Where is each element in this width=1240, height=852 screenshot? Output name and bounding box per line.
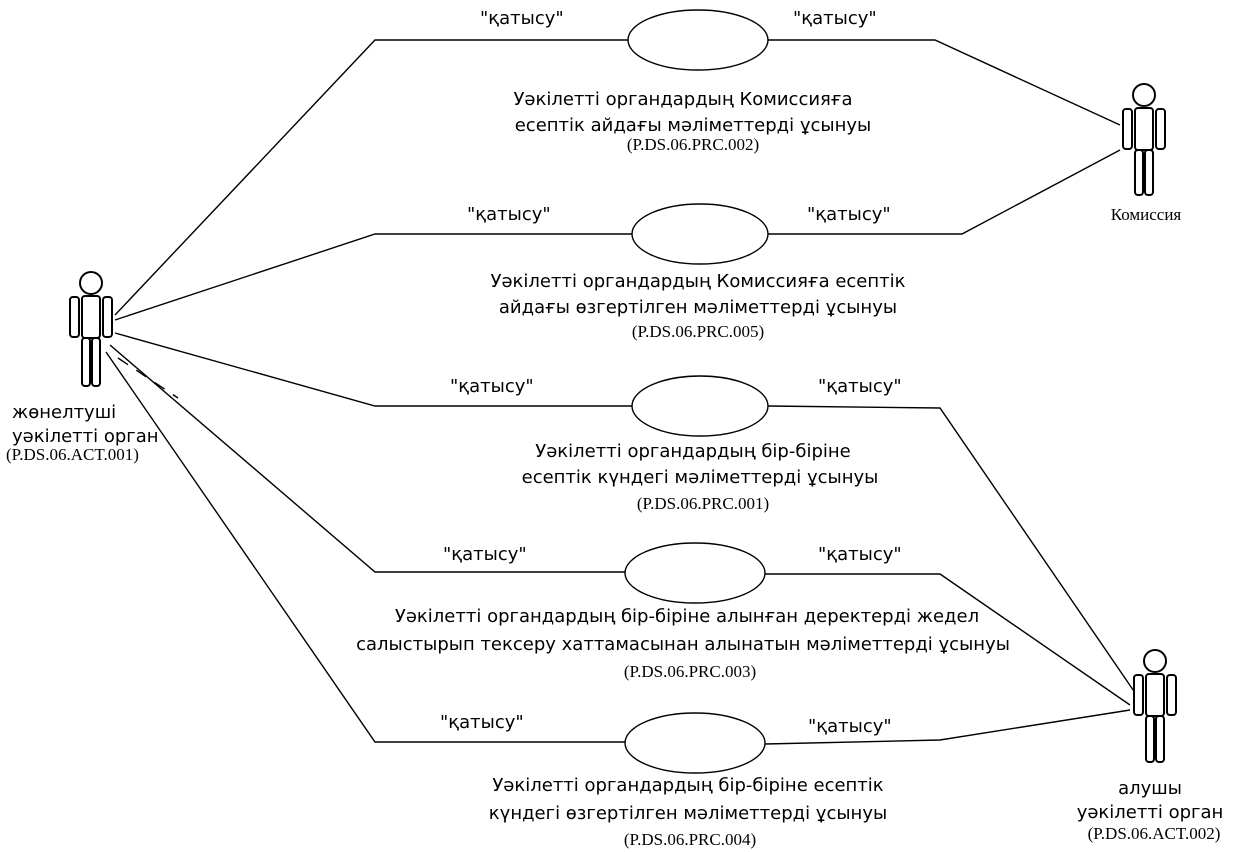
use-case-5: Уәкілетті органдардың бір-біріне есептік… <box>489 775 887 849</box>
use-case-3-ellipse[interactable] <box>631 375 769 437</box>
association-sender-uc1 <box>114 39 628 316</box>
receiver-actor-name-line2: уәкілетті орган <box>1077 802 1224 823</box>
use-case-2-title-line1: Уәкілетті органдардың Комиссияға есептік <box>491 271 906 292</box>
use-case-3-title-line2: есептік күндегі мәліметтерді ұсынуы <box>522 467 879 488</box>
use-case-5-code: (P.DS.06.PRC.004) <box>624 830 756 849</box>
use-case-3: Уәкілетті органдардың бір-біріне есептік… <box>522 441 879 513</box>
association-sender-uc3 <box>114 332 632 407</box>
association-uc4-receiver <box>765 573 1131 706</box>
relation-label: "қатысу" <box>467 204 551 225</box>
use-case-1-title-line2: есептік айдағы мәліметтерді ұсынуы <box>515 115 872 136</box>
sender-associations <box>105 39 632 743</box>
use-case-5-title-line2: күндегі өзгертілген мәліметтерді ұсынуы <box>489 803 887 824</box>
sender-actor-code: (P.DS.06.ACT.001) <box>6 445 139 464</box>
right-associations <box>764 39 1141 745</box>
relation-label: "қатысу" <box>440 712 524 733</box>
association-uc5-receiver <box>764 709 1131 745</box>
use-case-1-title-line1: Уәкілетті органдардың Комиссияға <box>513 89 852 110</box>
association-uc3-receiver <box>767 405 1141 701</box>
relation-label: "қатысу" <box>450 376 534 397</box>
use-case-2: Уәкілетті органдардың Комиссияға есептік… <box>491 271 906 341</box>
use-case-4-ellipse[interactable] <box>624 542 766 604</box>
use-case-1-code: (P.DS.06.PRC.002) <box>627 135 759 154</box>
association-sender-uc2 <box>114 233 632 321</box>
relation-label: "қатысу" <box>818 544 902 565</box>
use-case-2-ellipse[interactable] <box>631 203 769 265</box>
sender-actor[interactable]: жөнелтуші уәкілетті орган (P.DS.06.ACT.0… <box>6 271 159 464</box>
relation-label: "қатысу" <box>793 8 877 29</box>
sender-actor-name-line1: жөнелтуші <box>12 402 116 423</box>
relation-labels: "қатысу" "қатысу" "қатысу" "қатысу" "қат… <box>440 8 902 737</box>
commission-actor-icon <box>1122 83 1166 196</box>
use-case-4-title-line2: салыстырып тексеру хаттамасынан алынатын… <box>356 634 1010 655</box>
use-case-4: Уәкілетті органдардың бір-біріне алынған… <box>356 606 1010 681</box>
relation-label: "қатысу" <box>807 204 891 225</box>
receiver-actor-code: (P.DS.06.ACT.002) <box>1088 824 1221 843</box>
association-sender-uc5 <box>105 351 625 743</box>
association-uc1-commission <box>768 39 1121 126</box>
use-case-3-title-line1: Уәкілетті органдардың бір-біріне <box>535 441 850 462</box>
receiver-actor-icon <box>1133 649 1177 763</box>
use-case-5-title-line1: Уәкілетті органдардың бір-біріне есептік <box>492 775 883 796</box>
use-case-1-ellipse[interactable] <box>627 9 769 71</box>
use-case-ellipses <box>624 9 769 774</box>
receiver-actor-name-line1: алушы <box>1118 778 1182 799</box>
relation-label: "қатысу" <box>808 716 892 737</box>
use-case-3-code: (P.DS.06.PRC.001) <box>637 494 769 513</box>
receiver-actor[interactable]: алушы уәкілетті орган (P.DS.06.ACT.002) <box>1077 649 1224 843</box>
use-case-4-code: (P.DS.06.PRC.003) <box>624 662 756 681</box>
use-case-2-title-line2: айдағы өзгертілген мәліметтерді ұсынуы <box>499 297 897 318</box>
relation-label: "қатысу" <box>480 8 564 29</box>
use-case-4-title-line1: Уәкілетті органдардың бір-біріне алынған… <box>395 606 979 627</box>
sender-actor-icon <box>69 271 113 387</box>
association-sender-uc4 <box>109 344 625 573</box>
sender-actor-name-line2: уәкілетті орган <box>12 426 159 447</box>
use-case-1: Уәкілетті органдардың Комиссияға есептік… <box>513 89 871 154</box>
relation-label: "қатысу" <box>818 376 902 397</box>
association-uc2-commission <box>768 149 1121 235</box>
commission-actor[interactable]: Комиссия <box>1111 83 1182 224</box>
use-case-5-ellipse[interactable] <box>624 712 766 774</box>
relation-label: "қатысу" <box>443 544 527 565</box>
commission-actor-name: Комиссия <box>1111 205 1182 224</box>
use-case-2-code: (P.DS.06.PRC.005) <box>632 322 764 341</box>
